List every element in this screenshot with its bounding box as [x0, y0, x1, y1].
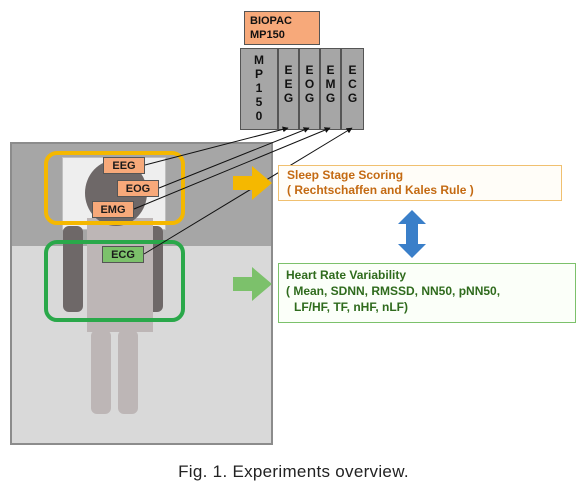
channel-char: E: [305, 63, 314, 77]
channel-char: G: [304, 91, 315, 105]
ecg-connector-line: [143, 127, 353, 255]
emg-connector-line: [133, 127, 331, 210]
hrv-box-line2: ( Mean, SDNN, RMSSD, NN50, pNN50,: [286, 284, 501, 298]
hrv-box-line3: LF/HF, TF, nHF, nLF): [294, 300, 408, 314]
emg-lead-tag: EMG: [92, 201, 134, 218]
subject-torso: [87, 218, 153, 332]
channel-char: C: [348, 77, 357, 91]
double-arrow-icon: [398, 210, 426, 258]
model-char: P: [254, 67, 263, 81]
heart-rate-variability-box: Heart Rate Variability ( Mean, SDNN, RMS…: [278, 263, 576, 323]
model-char: 5: [255, 95, 263, 109]
subject-left-arm: [63, 226, 83, 312]
eeg-connector-line: [144, 126, 289, 166]
sleep-box-title: Sleep Stage Scoring: [287, 168, 404, 182]
biopac-device-label: BIOPAC MP150: [244, 11, 320, 45]
channel-char: E: [284, 63, 293, 77]
subject-right-leg: [118, 330, 138, 414]
channel-char: G: [283, 91, 294, 105]
channel-char: G: [325, 91, 336, 105]
hrv-box-title: Heart Rate Variability: [286, 268, 407, 282]
green-arrow-icon: [233, 267, 272, 301]
channel-eog: E O G: [299, 48, 320, 130]
eog-lead-tag: EOG: [117, 180, 159, 197]
orange-arrow-icon: [233, 166, 272, 200]
channel-char: E: [348, 63, 357, 77]
biopac-label-line2: MP150: [250, 29, 285, 41]
model-char: 0: [255, 109, 263, 123]
channel-char: E: [284, 77, 293, 91]
sleep-box-subtitle: ( Rechtschaffen and Kales Rule ): [287, 183, 474, 197]
eeg-lead-tag: EEG: [103, 157, 145, 174]
subject-left-leg: [91, 330, 111, 414]
model-char: M: [254, 53, 264, 67]
eog-connector-line: [158, 127, 310, 189]
channel-char: O: [304, 77, 315, 91]
channel-char: G: [347, 91, 358, 105]
device-model-column: M P 1 5 0: [240, 48, 278, 130]
ecg-lead-tag: ECG: [102, 246, 144, 263]
model-char: 1: [255, 81, 263, 95]
channel-char: M: [325, 77, 336, 91]
biopac-label-line1: BIOPAC: [250, 15, 292, 27]
head-electrode-region: [44, 151, 185, 225]
chest-electrode-region: [44, 240, 185, 322]
channel-char: E: [326, 63, 335, 77]
channel-emg: E M G: [320, 48, 341, 130]
sleep-stage-scoring-box: Sleep Stage Scoring ( Rechtschaffen and …: [278, 165, 562, 201]
figure-caption: Fig. 1. Experiments overview.: [178, 462, 409, 481]
